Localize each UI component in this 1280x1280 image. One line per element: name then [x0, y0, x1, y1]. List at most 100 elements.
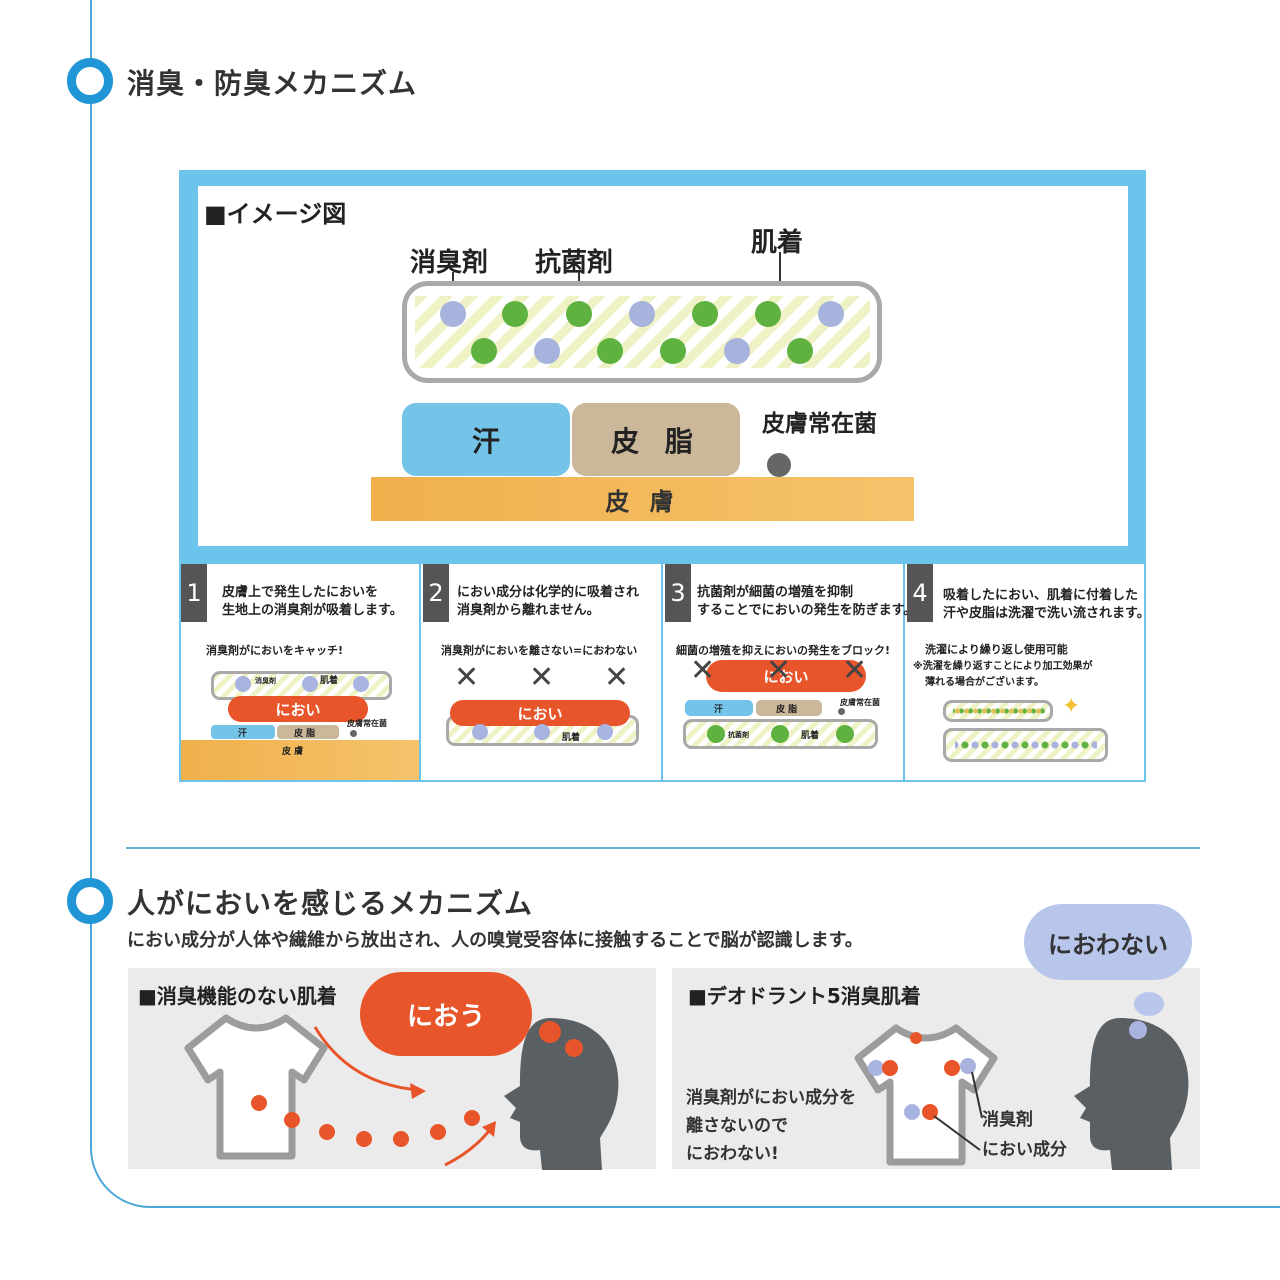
mini-innerwear-label: 肌着	[801, 731, 820, 741]
label-odor-component: におい成分	[982, 1140, 1067, 1160]
mini-sweat-label: 汗	[238, 729, 248, 739]
antibacterial-particle	[707, 725, 725, 743]
label-innerwear: 肌着	[751, 228, 804, 258]
deodorant-particle	[302, 676, 318, 692]
section-divider	[126, 847, 1200, 849]
blocked-x-icon: ✕	[454, 660, 480, 695]
mini-sebum	[277, 725, 339, 739]
blocked-x-icon: ✕	[690, 653, 716, 688]
head-silhouette-icon	[1074, 1018, 1189, 1170]
mini-antibacterial-label: 抗菌剤	[728, 731, 749, 739]
section-title: 人がにおいを感じるメカニズム	[127, 887, 534, 920]
antibacterial-particle	[566, 301, 592, 327]
mini-bacteria-dot	[350, 730, 357, 737]
bacteria-dot	[767, 453, 791, 477]
no-odor-cloud: におわない	[1024, 904, 1192, 980]
mini-sweat-label: 汗	[714, 705, 724, 715]
section-marker-icon	[67, 878, 113, 924]
step-text: におい成分は化学的に吸着され消臭剤から離れません。	[457, 585, 640, 618]
panel-title: ■消臭機能のない肌着	[138, 984, 337, 1008]
step-text: 抗菌剤が細菌の増殖を抑制することでにおいの発生を防ぎます。	[697, 585, 917, 618]
antibacterial-particle	[597, 338, 623, 364]
mini-bacteria-dot	[838, 708, 845, 715]
blocked-x-icon: ✕	[766, 653, 792, 688]
step-subtitle: 消臭剤がにおいをキャッチ!	[206, 644, 344, 657]
blocked-x-icon: ✕	[529, 660, 555, 695]
step-number: 4	[907, 564, 933, 622]
mini-sweat	[685, 700, 753, 716]
deodorant-particle	[235, 676, 251, 692]
panel-title: ■デオドラント5消臭肌着	[688, 984, 921, 1008]
step-text: 皮膚上で発生したにおいを生地上の消臭剤が吸着します。	[222, 585, 403, 618]
step-1	[179, 562, 421, 782]
deodorant-particle	[818, 301, 844, 327]
step-note: 洗濯により繰り返し使用可能	[925, 643, 1068, 656]
section-title: 消臭・防臭メカニズム	[127, 67, 418, 100]
step-number: 1	[181, 564, 207, 622]
label-deodorant: 消臭剤	[410, 248, 489, 278]
mini-skin-label: 皮 膚	[282, 747, 304, 757]
mini-sweat	[211, 725, 275, 739]
timeline-bottom-line	[200, 1206, 1280, 1208]
antibacterial-particle	[471, 338, 497, 364]
mini-skin	[181, 740, 419, 780]
mini-sebum	[756, 700, 822, 716]
label-antibacterial: 抗菌剤	[535, 248, 614, 278]
panel-text: 消臭剤がにおい成分を離さないのでにおわない!	[686, 1088, 856, 1164]
section-subtitle: におい成分が人体や繊維から放出され、人の嗅覚受容体に接触することで脳が認識します…	[127, 930, 863, 951]
antibacterial-particle	[771, 725, 789, 743]
antibacterial-particle	[755, 301, 781, 327]
antibacterial-particle	[692, 301, 718, 327]
step-subtitle: 細菌の増殖を抑えにおいの発生をブロック!	[676, 644, 891, 657]
odor-flow	[251, 1026, 496, 1167]
step-subtitle: 消臭剤がにおいを離さない=におわない	[441, 644, 638, 657]
step-note: 薄れる場合がございます。	[925, 677, 1044, 688]
head-silhouette-icon	[504, 1018, 619, 1170]
mini-bacteria-label: 皮膚常在菌	[840, 698, 880, 707]
step-number: 3	[665, 564, 691, 622]
antibacterial-particle	[502, 301, 528, 327]
mini-innerwear-label: 肌着	[562, 733, 581, 743]
label-deodorant: 消臭剤	[982, 1110, 1033, 1130]
particles-row	[955, 738, 1097, 752]
diagram-heading: ■イメージ図	[204, 200, 347, 228]
sweat-block: 汗	[402, 403, 570, 476]
mini-deodorant-label: 消臭剤	[255, 677, 276, 685]
blocked-x-icon: ✕	[604, 660, 630, 695]
timeline-line	[90, 0, 92, 1110]
step-3	[663, 562, 905, 782]
mini-sebum-label: 皮 脂	[776, 705, 798, 715]
deodorant-particle	[629, 301, 655, 327]
odor-cloud: におう	[360, 972, 532, 1056]
section-marker-icon	[67, 58, 113, 104]
odor-cloud: におい	[706, 660, 866, 692]
skin-layer: 皮 膚	[371, 477, 914, 521]
blocked-x-icon: ✕	[842, 653, 868, 688]
deodorant-particle	[440, 301, 466, 327]
sparkle-icon: ✦	[1062, 694, 1081, 719]
sebum-block: 皮 脂	[572, 403, 740, 476]
deodorant-particle	[534, 724, 550, 740]
thought-bubble	[1134, 992, 1164, 1016]
antibacterial-particle	[660, 338, 686, 364]
odor-cloud: におい	[228, 696, 368, 722]
antibacterial-particle	[787, 338, 813, 364]
deodorant-particle	[472, 724, 488, 740]
step-2	[421, 562, 663, 782]
deodorant-particle	[724, 338, 750, 364]
step-number: 2	[423, 564, 449, 622]
soil-particles	[953, 706, 1045, 716]
mini-sebum-label: 皮 脂	[294, 729, 316, 739]
deodorant-particle	[534, 338, 560, 364]
timeline-curve	[90, 1110, 200, 1208]
step-text: 吸着したにおい、肌着に付着した汗や皮脂は洗濯で洗い流されます。	[943, 588, 1150, 621]
mini-innerwear-label: 肌着	[320, 676, 339, 686]
antibacterial-particle	[836, 725, 854, 743]
mini-bacteria-label: 皮膚常在菌	[347, 719, 387, 728]
tshirt-icon	[854, 1024, 998, 1166]
label-bacteria: 皮膚常在菌	[762, 411, 877, 437]
odor-cloud: におい	[450, 700, 630, 726]
deodorant-particle	[597, 724, 613, 740]
step-note: ※洗濯を繰り返すことにより加工効果が	[913, 661, 1093, 672]
deodorant-particle	[353, 676, 369, 692]
